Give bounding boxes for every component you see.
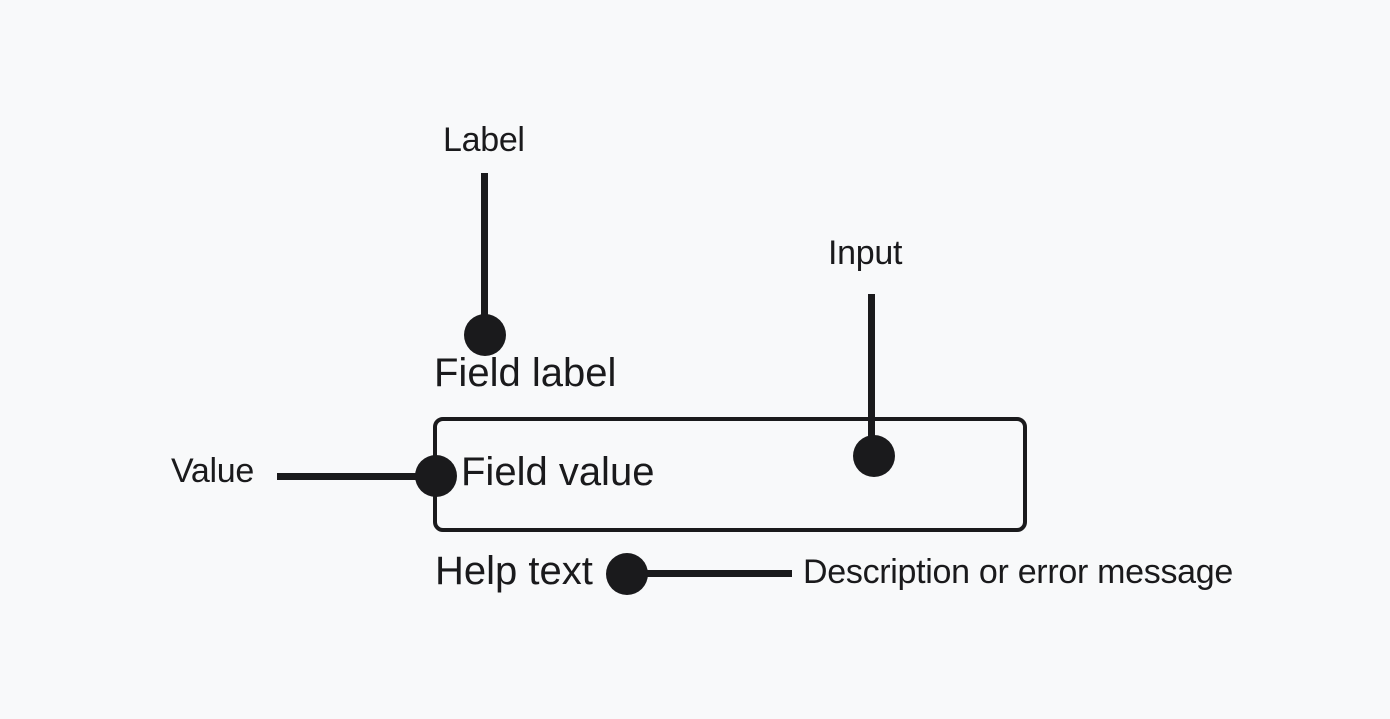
- connector-line-help: [645, 570, 792, 577]
- connector-dot-input: [853, 435, 895, 477]
- connector-dot-label: [464, 314, 506, 356]
- field-value-text: Field value: [461, 450, 655, 494]
- field-label-text: Field label: [434, 351, 617, 395]
- annotation-value: Value: [171, 452, 254, 490]
- annotation-input: Input: [828, 234, 903, 272]
- connector-dot-help: [606, 553, 648, 595]
- connector-dot-value: [415, 455, 457, 497]
- connector-line-label: [481, 173, 488, 335]
- connector-line-value: [277, 473, 419, 480]
- help-text: Help text: [435, 549, 593, 593]
- annotation-label: Label: [443, 121, 525, 159]
- annotation-description: Description or error message: [803, 553, 1233, 591]
- connector-line-input: [868, 294, 875, 456]
